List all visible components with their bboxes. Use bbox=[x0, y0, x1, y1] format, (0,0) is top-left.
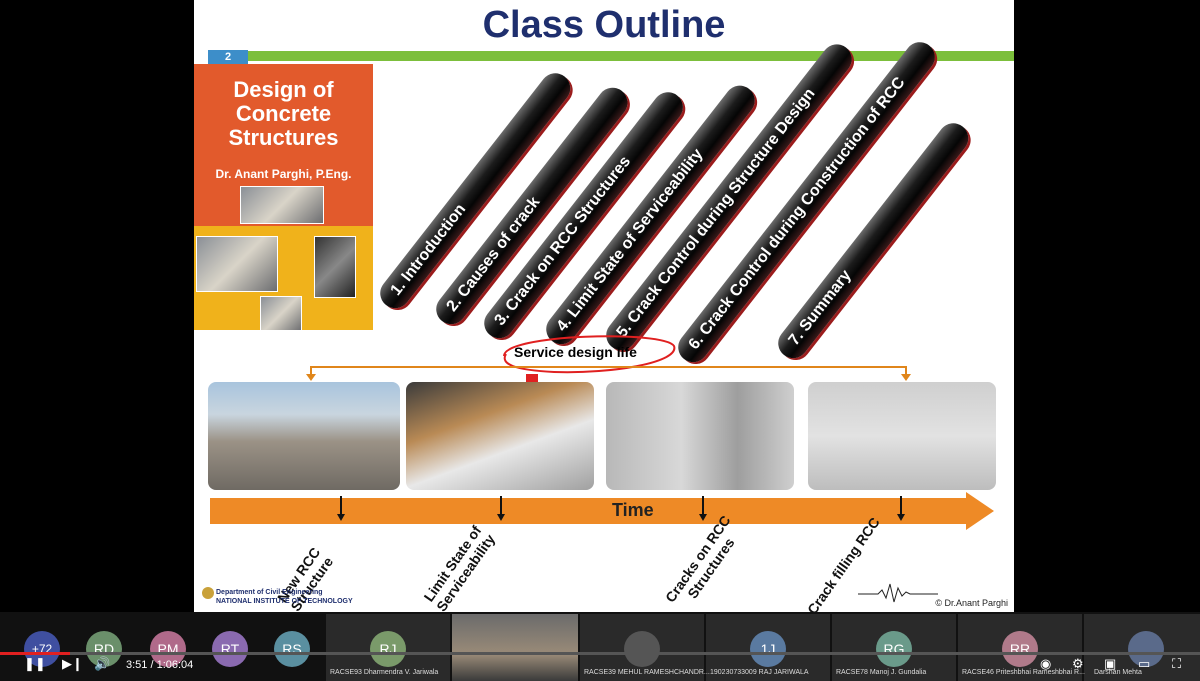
participant-name: Darshan Mehta bbox=[1094, 669, 1142, 676]
participant-photo-avatar bbox=[624, 631, 660, 667]
annotation-ellipse bbox=[503, 335, 676, 374]
photo-limit-state-test bbox=[406, 382, 594, 490]
institute-seal-icon bbox=[202, 587, 214, 599]
participant-avatar: RR bbox=[1002, 631, 1038, 667]
participant-avatar[interactable]: PM bbox=[150, 631, 186, 667]
timeline-label-limit-state: Limit State of Serviceability bbox=[420, 522, 498, 612]
service-bracket-left-arrow bbox=[306, 374, 316, 381]
department-name: Department of Civil Engineering bbox=[216, 589, 323, 596]
book-image-skyline bbox=[240, 186, 324, 224]
copyright-text: © Dr.Anant Parghi bbox=[935, 598, 1008, 608]
photo-new-structure bbox=[208, 382, 400, 490]
book-image-tower bbox=[314, 236, 356, 298]
participant-avatar[interactable]: RT bbox=[212, 631, 248, 667]
book-image-small bbox=[260, 296, 302, 330]
outline-item-7: 7. Summary bbox=[772, 117, 975, 365]
timeline-marker-arrow bbox=[497, 514, 505, 521]
miniplayer-icon[interactable]: ▣ bbox=[1104, 656, 1117, 671]
presenter-video-tile[interactable] bbox=[452, 614, 578, 681]
player-time: 3:51 / 1:06:04 bbox=[126, 659, 194, 671]
service-bracket-right bbox=[905, 366, 907, 378]
settings-icon[interactable]: ⚙ bbox=[1072, 656, 1084, 671]
book-image-frame bbox=[196, 236, 278, 292]
slide-number: 2 bbox=[208, 50, 248, 64]
timeline-marker-arrow bbox=[897, 514, 905, 521]
book-title-line: Structures bbox=[228, 125, 339, 150]
timeline-marker bbox=[900, 496, 902, 518]
department-footer: Department of Civil Engineering NATIONAL… bbox=[216, 588, 353, 606]
autoplay-toggle-icon[interactable]: ◉ bbox=[1040, 656, 1052, 671]
pause-icon[interactable]: ❚❚ bbox=[24, 656, 46, 671]
book-title: Design of Concrete Structures bbox=[194, 78, 373, 150]
service-design-life-line bbox=[310, 366, 907, 368]
book-author: Dr. Anant Parghi, P.Eng. bbox=[215, 167, 352, 181]
time-label: Time bbox=[612, 500, 654, 520]
participant-photo-avatar bbox=[1128, 631, 1164, 667]
book-cover: Design of Concrete Structures Dr. Anant … bbox=[194, 64, 373, 330]
timeline-marker-arrow bbox=[699, 514, 707, 521]
service-bracket-left bbox=[310, 366, 312, 378]
participant-name: 190230733009 RAJ JARIWALA bbox=[710, 669, 809, 676]
fullscreen-icon[interactable]: ⛶ bbox=[1172, 656, 1182, 671]
title-underline-bar bbox=[248, 51, 1014, 61]
service-bracket-right-arrow bbox=[901, 374, 911, 381]
participant-avatar: 1J bbox=[750, 631, 786, 667]
time-arrow-head bbox=[966, 492, 994, 530]
slide-title: Class Outline bbox=[482, 4, 726, 46]
participant-avatar: RG bbox=[876, 631, 912, 667]
book-title-line: Design of bbox=[233, 77, 334, 102]
participant-name: RACSE39 MEHUL RAMESHCHANDR... bbox=[584, 669, 710, 676]
video-progress-bar[interactable] bbox=[0, 652, 1200, 655]
participant-name: RACSE78 Manoj J. Gundalia bbox=[836, 669, 927, 676]
photo-cracked-wall bbox=[606, 382, 794, 490]
participant-avatar: RJ bbox=[370, 631, 406, 667]
theater-mode-icon[interactable]: ▭ bbox=[1138, 656, 1151, 671]
timeline-label-cracks: Cracks on RCC Structures bbox=[662, 513, 747, 612]
participant-name: RACSE46 Priteshbhai Rameshbhai R... bbox=[962, 669, 1085, 676]
time-arrow bbox=[210, 498, 970, 524]
timeline-marker bbox=[500, 496, 502, 518]
book-title-line: Concrete bbox=[235, 101, 332, 126]
next-icon[interactable]: ▶❙ bbox=[62, 656, 83, 671]
photo-crack-filling bbox=[808, 382, 996, 490]
participant-name: RACSE93 Dharmendra V. Jariwala bbox=[330, 669, 439, 676]
timeline-marker bbox=[340, 496, 342, 518]
institute-name: NATIONAL INSTITUTE OF TECHNOLOGY bbox=[216, 598, 353, 605]
video-progress-fill bbox=[0, 652, 70, 655]
participant-avatar[interactable]: RS bbox=[274, 631, 310, 667]
seismograph-icon bbox=[858, 583, 938, 603]
slide: Class Outline 2 Design of Concrete Struc… bbox=[194, 0, 1014, 612]
timeline-marker-arrow bbox=[337, 514, 345, 521]
timeline-marker bbox=[702, 496, 704, 518]
service-design-life-label: Service design life bbox=[514, 344, 637, 360]
volume-icon[interactable]: 🔊 bbox=[94, 656, 111, 671]
